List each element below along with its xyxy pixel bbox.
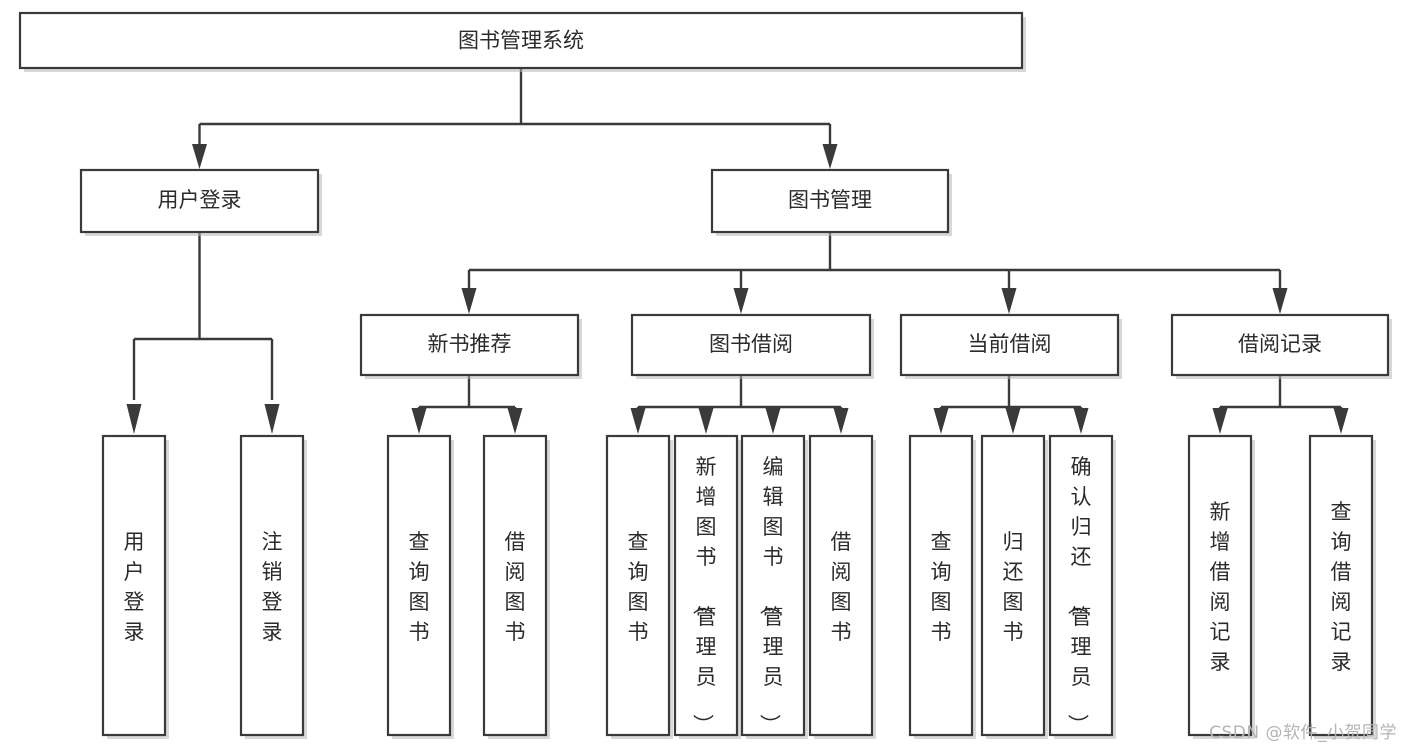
arrow-head-user-login — [192, 144, 207, 169]
node-current-borrow[interactable]: 当前借阅 — [899, 313, 1122, 379]
leaf-add-book-label: 新增图书（管理员） — [691, 455, 717, 735]
leaf-query-book-cur-box[interactable] — [908, 434, 974, 737]
node-leaf-query-book-borrow[interactable]: 查询图书 — [605, 434, 673, 739]
arrow-head-leaf-query-book-borrow — [630, 408, 646, 434]
node-leaf-query-record[interactable]: 查询借阅记录 — [1308, 434, 1376, 739]
leaf-logout-box[interactable] — [239, 434, 305, 737]
arrow-head-leaf-user-login — [126, 404, 142, 434]
arrow-head-leaf-query-book-rec — [411, 408, 427, 434]
borrow-record-box[interactable] — [1170, 313, 1390, 377]
arrow-head-current-borrow — [1001, 288, 1017, 314]
leaf-user-login-box[interactable] — [101, 434, 167, 737]
node-book-borrow[interactable]: 图书借阅 — [630, 313, 874, 379]
leaf-borrow-book-rec-box[interactable] — [482, 434, 548, 737]
node-leaf-user-login[interactable]: 用户登录 — [101, 434, 169, 739]
root-label: 图书管理系统 — [458, 29, 584, 53]
leaf-return-book-label: 归还图书 — [1003, 530, 1024, 644]
node-root[interactable]: 图书管理系统 — [18, 11, 1026, 72]
node-leaf-query-book-rec[interactable]: 查询图书 — [386, 434, 454, 739]
leaf-borrow-book-rec-label: 借阅图书 — [505, 530, 526, 644]
leaf-query-record-label: 查询借阅记录 — [1331, 500, 1352, 674]
arrow-head-leaf-borrow-book-rec — [507, 408, 523, 434]
book-manage-box[interactable] — [710, 168, 950, 234]
leaf-query-record-box[interactable] — [1308, 434, 1374, 737]
node-book-manage[interactable]: 图书管理 — [710, 168, 952, 236]
current-borrow-box[interactable] — [899, 313, 1120, 377]
arrow-head-new-book-rec — [461, 288, 477, 314]
arrow-head-borrow-record — [1272, 288, 1288, 314]
leaf-query-book-rec-label: 查询图书 — [409, 530, 430, 644]
leaf-logout-label: 注销登录 — [262, 530, 283, 644]
leaf-add-book-box[interactable] — [673, 434, 739, 737]
node-user-login[interactable]: 用户登录 — [79, 168, 322, 236]
book-borrow-box[interactable] — [630, 313, 872, 377]
new-book-rec-label: 新书推荐 — [428, 332, 512, 356]
leaf-query-book-borrow-box[interactable] — [605, 434, 671, 737]
connector-layer — [126, 68, 1349, 434]
leaf-confirm-return-box[interactable] — [1048, 434, 1114, 737]
leaf-edit-book-label: 编辑图书（管理员） — [758, 455, 784, 735]
leaf-query-book-borrow-label: 查询图书 — [628, 530, 649, 644]
leaf-return-book-box[interactable] — [980, 434, 1046, 737]
node-borrow-record[interactable]: 借阅记录 — [1170, 313, 1392, 379]
node-leaf-edit-book[interactable]: 编辑图书（管理员） — [740, 434, 808, 739]
book-borrow-label: 图书借阅 — [709, 332, 793, 356]
node-leaf-borrow-book-rec[interactable]: 借阅图书 — [482, 434, 550, 739]
node-leaf-query-book-cur[interactable]: 查询图书 — [908, 434, 976, 739]
leaf-edit-book-box[interactable] — [740, 434, 806, 737]
node-leaf-return-book[interactable]: 归还图书 — [980, 434, 1048, 739]
arrow-head-leaf-confirm-return — [1073, 408, 1089, 434]
arrow-head-leaf-add-book — [698, 408, 714, 434]
new-book-rec-box[interactable] — [359, 313, 580, 377]
arrow-head-book-borrow — [733, 288, 749, 314]
leaf-confirm-return-label: 确认归还（管理员） — [1066, 455, 1092, 735]
root-box[interactable] — [18, 11, 1024, 70]
leaf-borrow-book-label: 借阅图书 — [831, 530, 852, 644]
leaf-node-layer: 用户登录 注销登录 查询图书 借阅图书 查询图书 新增图书（管理员） 编辑图书（管理员） 借阅… — [101, 434, 1376, 739]
leaf-add-record-label: 新增借阅记录 — [1210, 500, 1231, 674]
arrow-head-leaf-query-record — [1333, 408, 1349, 434]
arrow-head-leaf-query-book-cur — [933, 408, 949, 434]
arrow-head-leaf-logout — [264, 404, 280, 434]
borrow-record-label: 借阅记录 — [1238, 332, 1322, 356]
leaf-borrow-book-box[interactable] — [808, 434, 874, 737]
node-leaf-confirm-return[interactable]: 确认归还（管理员） — [1048, 434, 1116, 739]
user-login-label: 用户登录 — [158, 188, 242, 212]
arrow-head-leaf-return-book — [1005, 408, 1021, 434]
arrow-head-book-manage — [822, 144, 838, 169]
leaf-add-record-box[interactable] — [1187, 434, 1253, 737]
node-leaf-add-record[interactable]: 新增借阅记录 — [1187, 434, 1255, 739]
node-leaf-borrow-book[interactable]: 借阅图书 — [808, 434, 876, 739]
leaf-query-book-rec-box[interactable] — [386, 434, 452, 737]
book-manage-label: 图书管理 — [788, 188, 872, 212]
leaf-query-book-cur-label: 查询图书 — [931, 530, 952, 644]
arrow-head-leaf-add-record — [1212, 408, 1228, 434]
node-new-book-rec[interactable]: 新书推荐 — [359, 313, 582, 379]
node-leaf-add-book[interactable]: 新增图书（管理员） — [673, 434, 741, 739]
leaf-user-login-label: 用户登录 — [124, 530, 145, 644]
arrow-head-leaf-borrow-book — [833, 408, 849, 434]
arrow-head-leaf-edit-book — [765, 408, 781, 434]
user-login-box[interactable] — [79, 168, 320, 234]
current-borrow-label: 当前借阅 — [968, 332, 1052, 356]
node-leaf-logout[interactable]: 注销登录 — [239, 434, 307, 739]
